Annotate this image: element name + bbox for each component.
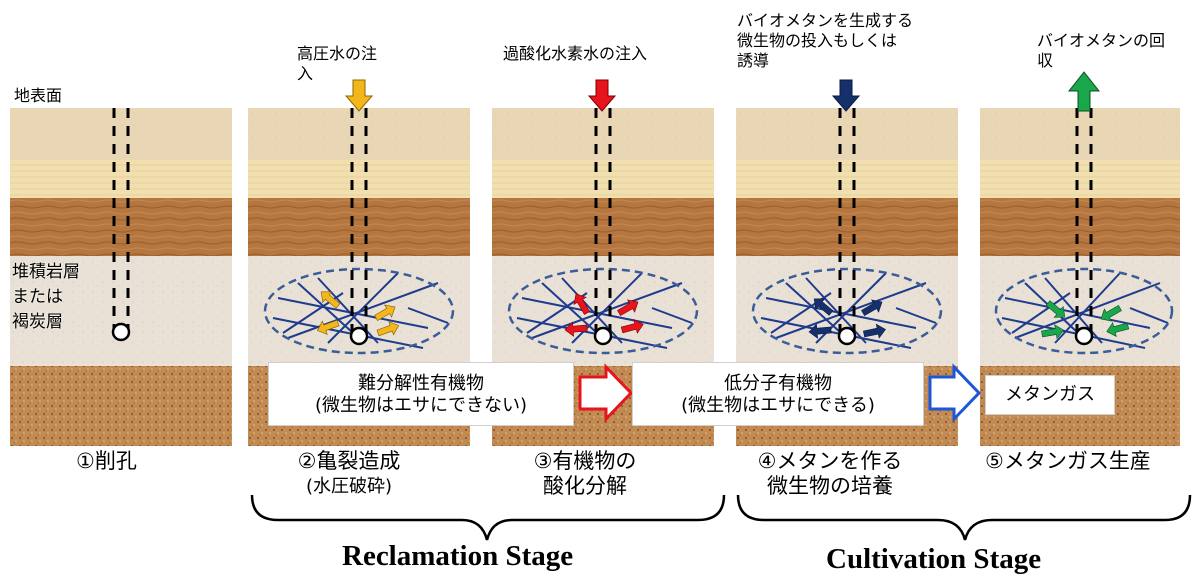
box-methane-gas: メタンガス bbox=[985, 375, 1115, 415]
annotation-line: 微生物の投入もしくは bbox=[737, 31, 898, 50]
caption-line: 酸化分解 bbox=[543, 474, 627, 498]
annotation-line: バイオメタンの回 bbox=[1037, 31, 1166, 50]
caption-line: ②亀裂造成 bbox=[297, 449, 401, 473]
caption-line: 微生物の培養 bbox=[767, 474, 893, 498]
cultivation-stage-title: Cultivation Stage bbox=[826, 543, 1042, 575]
box-low-molecular-organics: 低分子有機物 (微生物はエサにできる) bbox=[632, 362, 924, 426]
caption-fracturing: ②亀裂造成 (水圧破砕) bbox=[274, 449, 424, 499]
rock-layer-label: 堆積岩層 または 褐炭層 bbox=[12, 260, 80, 335]
caption-methane-production: ⑤メタンガス生産 bbox=[985, 449, 1151, 474]
box-line: メタンガス bbox=[1005, 384, 1095, 405]
oxidizer-flow-arrows bbox=[564, 293, 644, 337]
peroxide-injection-arrow bbox=[587, 79, 617, 112]
rock-layer-line-3: 褐炭層 bbox=[12, 312, 63, 332]
fractures bbox=[272, 272, 449, 349]
microbe-injection-arrow bbox=[831, 79, 861, 112]
caption-microbe-culture: ④メタンを作る 微生物の培養 bbox=[745, 449, 915, 499]
box-refractory-organics: 難分解性有機物 (微生物はエサにできない) bbox=[268, 362, 574, 426]
caption-drilling: ①削孔 bbox=[76, 449, 137, 474]
ground-surface-label: 地表面 bbox=[14, 86, 63, 105]
annotation-peroxide-injection: 過酸化水素水の注入 bbox=[503, 44, 647, 64]
annotation-line: 誘導 bbox=[737, 51, 770, 70]
box-line: (微生物はエサにできる) bbox=[681, 395, 875, 416]
rock-layer-line-1: 堆積岩層 bbox=[12, 262, 80, 282]
gas-flow-arrows bbox=[1041, 300, 1130, 340]
transition-arrow-blue bbox=[928, 363, 982, 423]
caption-line: (水圧破砕) bbox=[305, 476, 393, 497]
annotation-microbe-injection: バイオメタンを生成する 微生物の投入もしくは 誘導 bbox=[737, 11, 913, 71]
box-line: (微生物はエサにできない) bbox=[314, 395, 528, 416]
annotation-line: バイオメタンを生成する bbox=[737, 11, 914, 30]
transition-arrow-red bbox=[578, 363, 634, 423]
caption-line: ①削孔 bbox=[76, 449, 137, 473]
caption-line: ④メタンを作る bbox=[757, 449, 903, 473]
biomethane-recovery-arrow bbox=[1067, 71, 1101, 112]
reclamation-stage-title: Reclamation Stage bbox=[342, 540, 574, 572]
microbe-flow-arrows bbox=[808, 298, 886, 339]
rock-layer-line-2: または bbox=[12, 287, 63, 307]
box-line: 難分解性有機物 bbox=[358, 373, 484, 394]
annotation-line: 収 bbox=[1037, 51, 1054, 70]
caption-oxidation: ③有機物の 酸化分解 bbox=[510, 449, 660, 499]
annotation-line: 高圧水の注 bbox=[297, 44, 378, 63]
annotation-line: 過酸化水素水の注入 bbox=[503, 44, 648, 63]
annotation-water-injection: 高圧水の注 入 bbox=[297, 44, 377, 84]
reclamation-brace bbox=[250, 494, 726, 541]
column-1 bbox=[10, 108, 232, 446]
annotation-line: 入 bbox=[297, 64, 314, 83]
box-line: 低分子有機物 bbox=[724, 373, 832, 394]
water-injection-arrow bbox=[344, 79, 374, 112]
water-flow-arrows bbox=[316, 291, 400, 337]
caption-line: ③有機物の bbox=[533, 449, 637, 473]
caption-line: ⑤メタンガス生産 bbox=[985, 449, 1151, 473]
annotation-biomethane-recovery: バイオメタンの回 収 bbox=[1037, 31, 1165, 71]
cultivation-brace bbox=[736, 494, 1192, 541]
